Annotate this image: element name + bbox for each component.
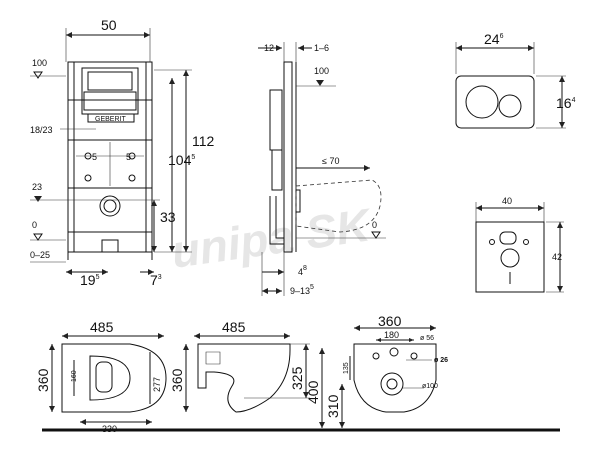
height-1045-sup: 5 (191, 154, 195, 161)
svg-text:73: 73 (150, 272, 162, 288)
brand-label: GEBERIT (95, 116, 126, 123)
side-depth-1-6: 1–6 (314, 43, 329, 53)
bowl-back-view: 360 180 ø 56 ø 26 ø100 135 310 (325, 313, 448, 428)
flush-plate: 246 164 (455, 31, 576, 129)
svg-text:164: 164 (556, 95, 576, 111)
side-bottom-48: 4 (298, 267, 303, 277)
side-depth-12: 12 (264, 43, 274, 53)
bottom-195-sup: 5 (96, 274, 100, 281)
bowl-top-view: 485 160 360 277 330 (35, 319, 167, 434)
bowl-back-width: 360 (378, 313, 402, 329)
bowl-side-height-325: 325 (289, 366, 305, 390)
bowl-depth-277: 277 (152, 377, 162, 392)
height-33: 33 (160, 209, 176, 225)
bowl-dia-56: ø 56 (420, 335, 434, 342)
wall-plate: 40 42 (475, 196, 564, 293)
svg-text:246: 246 (484, 31, 504, 47)
bowl-side-height-360: 360 (169, 368, 185, 392)
label-18-23: 18/23 (30, 125, 53, 135)
bottom-73-sup: 3 (158, 274, 162, 281)
height-112: 112 (192, 133, 215, 149)
level-0-side: 0 (372, 220, 377, 230)
bowl-side-view: 485 360 325 400 (169, 319, 325, 428)
bowl-mount-400: 400 (305, 380, 321, 404)
bowl-dia-26: ø 26 (434, 357, 448, 364)
spacing-left-5: 5 (92, 152, 97, 162)
bowl-top-width: 360 (35, 368, 51, 392)
level-100-front: 100 (32, 58, 47, 68)
bowl-side-length: 485 (222, 319, 246, 335)
side-bottom-9-135: 9–13 (290, 286, 310, 296)
level-23-front: 23 (32, 182, 42, 192)
frame-front-view: 50 GEBERIT 100 18/23 (30, 17, 215, 288)
bowl-back-135: 135 (343, 362, 350, 374)
wall-plate-width: 40 (502, 196, 512, 206)
bowl-back-310: 310 (325, 394, 341, 418)
svg-text:48: 48 (298, 265, 307, 277)
svg-text:9–135: 9–135 (290, 284, 314, 296)
frame-side-view: 12 1–6 100 ≤ 70 0 48 (258, 42, 386, 296)
svg-text:195: 195 (80, 272, 100, 288)
bowl-inner-160: 160 (71, 370, 78, 382)
svg-text:1045: 1045 (168, 152, 195, 168)
bowl-hole-spacing: 180 (384, 330, 399, 340)
flush-plate-height-sup: 4 (572, 97, 576, 104)
level-0-front: 0 (32, 220, 37, 230)
side-bottom-48-sup: 8 (303, 265, 307, 272)
side-bottom-9-135-sup: 5 (310, 284, 314, 291)
reach-70: ≤ 70 (322, 156, 339, 166)
range-0-25: 0–25 (30, 250, 50, 260)
flush-plate-width-sup: 6 (500, 33, 504, 40)
level-100-side: 100 (314, 66, 329, 76)
bottom-195: 19 (80, 272, 96, 288)
flush-plate-width: 24 (484, 31, 500, 47)
flush-plate-height: 16 (556, 95, 572, 111)
wall-plate-height: 42 (552, 252, 562, 262)
bowl-top-length: 485 (90, 319, 114, 335)
spacing-right-5: 5 (126, 152, 131, 162)
height-1045: 104 (168, 152, 192, 168)
bottom-73: 7 (150, 272, 158, 288)
frame-width-50: 50 (101, 17, 117, 33)
bowl-dia-100: ø100 (422, 383, 438, 390)
